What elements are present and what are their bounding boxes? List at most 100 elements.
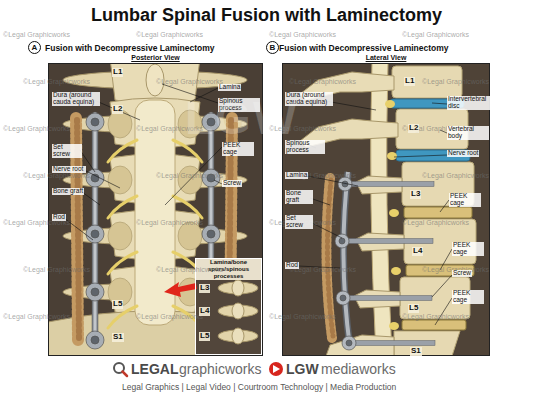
leader-line [435,298,452,325]
watermark: ©Legal Graphicworks [156,266,223,273]
tagline: Legal Graphics | Legal Video | Courtroom… [122,383,396,392]
watermark: ©Legal Graphicworks [3,31,70,38]
level-label: L4 [199,307,210,316]
watermark: ©Legal Graphicworks [136,219,203,226]
part-label: PEEK cage [449,193,481,207]
part-label: Lamina [218,84,241,91]
watermark: ©Legal Graphicworks [289,78,356,85]
nerve-root [387,152,397,160]
screw-head [340,295,346,301]
view-subtitle: Posterior View [49,54,262,61]
rod [343,172,350,348]
pedicle-screw [91,230,99,238]
screw-head [342,336,356,350]
facet-joint [108,166,132,194]
leader-line [432,103,447,104]
watermark: ©Legal Graphicworks [269,31,336,38]
node-heading: B [270,44,276,52]
watermark: ©Legal Graphicworks [402,219,469,226]
part-label: Rod [285,262,299,269]
part-label: Dura (around cauda equina) [52,92,100,106]
title: Lumbar Spinal Fusion with Laminectomy [0,5,533,26]
logo-icon [273,365,280,373]
red-arrow [164,282,197,297]
pedicle-screw [343,182,435,346]
watermark: ©Legal Graphicworks [136,313,203,320]
watermark: ©Legal Graphicworks [402,31,469,38]
pedicle-screw [86,113,104,131]
facet-joint [108,222,132,250]
pedicle-screw [344,296,432,301]
peek-cage [404,207,472,218]
logo-text: mediaworks [321,362,396,376]
logo-icon [123,372,128,377]
pedicle-screw [91,336,99,344]
part-label: Nerve root [447,150,479,157]
removed-lamina [232,303,244,319]
bone-graft [327,180,333,336]
logo-icon [114,362,283,376]
level-label: L5 [408,304,419,313]
watermark: ©Legal Graphicworks [3,313,70,320]
lateral-spine-illustration [282,63,490,356]
pedicle-screw [86,283,104,301]
leader-line [82,192,100,205]
screw-head [339,238,345,244]
pedicle-screw [91,118,99,126]
level-label: L4 [412,247,423,256]
watermark: ©Legal Graphicworks [23,172,90,179]
leader-line [310,198,330,205]
nerve-root [389,322,399,330]
facet-joint [178,166,202,194]
watermark: ©Legal Graphicworks [136,31,203,38]
leader-line [440,200,449,212]
logo-icon [269,362,283,376]
logo-text: LEGAL [131,362,178,376]
part-label: Vertebral body [447,126,489,140]
facet-joint [108,110,132,138]
nerve-root [108,140,137,162]
pedicle-screw [91,288,99,296]
pedicle-screw [349,341,435,346]
part-label: Rod [52,214,66,221]
part-label: Screw [222,180,242,187]
part-label: Spinous process [285,140,325,154]
screw-head [335,234,349,248]
pedicle-screw [343,239,433,244]
part-label: Nerve root [52,166,86,173]
watermark: ©Legal Graphicworks [3,125,70,132]
nerve-root [389,209,399,217]
level-label: L3 [199,284,210,293]
watermark: ©Legal Graphicworks [156,172,223,179]
screw-head [336,291,350,305]
part-label: Screw [452,270,472,277]
nerve-root [108,306,137,328]
node-heading: Fusion with Decompressive Laminectomy [45,43,215,53]
leader-line [432,275,452,297]
pedicle-screw [346,182,434,187]
screw-head [335,177,356,350]
pedicle-screw [86,113,220,349]
part-label: Intervertebral disc [447,96,491,110]
watermark: ©Legal Graphicworks [422,78,489,85]
lateral-spine-illustration [282,63,490,356]
removed-lamina [218,280,258,344]
part-label: Bone graft [52,188,84,195]
level-label: S1 [410,347,422,356]
panel-badge: A [28,41,41,54]
nerve-root [391,267,401,275]
part-label: PEEK cage [452,242,484,256]
screw-head [346,340,352,346]
level-label: L3 [410,190,421,199]
screw-head [338,177,352,191]
watermark: ©Legal Graphicworks [289,266,356,273]
pedicle-screw [207,230,215,238]
leader-line [394,155,447,157]
nerve-root [173,140,202,162]
pedicle-screw [86,331,104,349]
nerve-root [108,140,202,328]
watermark: ©Legal Graphicworks [269,313,336,320]
watermark: ©Legal Graphicworks [422,172,489,179]
level-label: L5 [199,332,210,341]
